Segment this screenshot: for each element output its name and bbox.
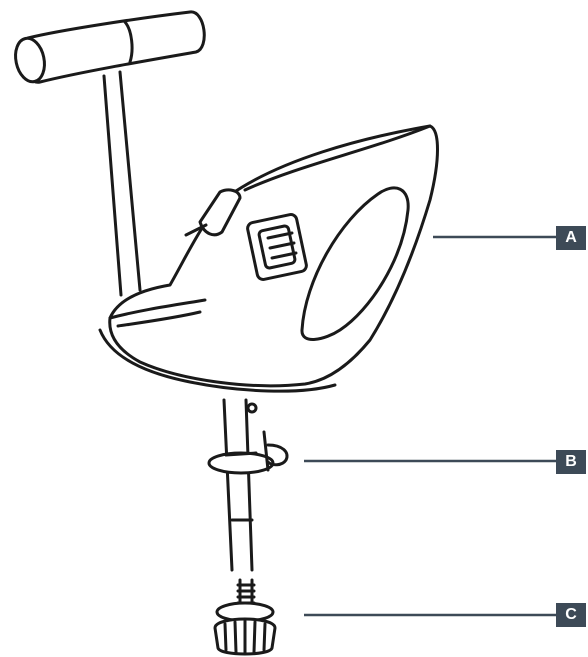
mounting-post [222,398,258,572]
label-c: C [556,603,586,627]
t-handle-grip [14,10,206,84]
locking-pin-collar [207,430,289,475]
harness-buckle [246,213,308,281]
handle-rod [102,70,142,297]
threaded-screw [236,578,256,607]
knurled-knob [213,601,277,656]
seat-side-opening [300,186,410,341]
label-a: A [556,226,586,250]
label-b: B [556,450,586,474]
strap-clip [184,188,242,237]
